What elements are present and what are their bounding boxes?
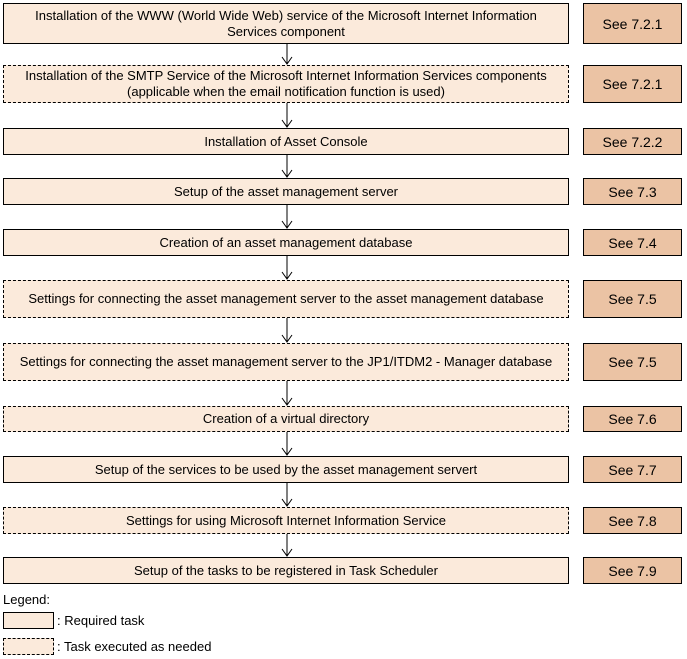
section-reference-3: See 7.2.2 <box>583 128 682 155</box>
legend-as-needed-swatch <box>3 638 54 655</box>
task-step-text: Settings for connecting the asset manage… <box>28 291 544 306</box>
section-reference-11: See 7.9 <box>583 557 682 584</box>
section-reference-6: See 7.5 <box>583 280 682 318</box>
flow-arrow-head <box>281 169 293 178</box>
legend-title: Legend: <box>3 592 50 607</box>
task-step-6: Settings for connecting the asset manage… <box>3 280 569 318</box>
section-reference-10: See 7.8 <box>583 507 682 534</box>
flow-arrow-head <box>281 498 293 507</box>
section-reference-7: See 7.5 <box>583 343 682 381</box>
flow-arrow-head <box>281 220 293 229</box>
task-step-text: Setup of the tasks to be registered in T… <box>134 562 438 578</box>
task-step-text: Setup of the services to be used by the … <box>94 461 478 477</box>
task-step-2: Installation of the SMTP Service of the … <box>3 65 569 103</box>
task-step-text: Creation of a virtual directory <box>202 411 370 426</box>
legend-required-label: : Required task <box>57 613 145 628</box>
legend-as-needed-label: : Task executed as needed <box>57 639 212 654</box>
section-reference-9: See 7.7 <box>583 456 682 483</box>
task-step-text: Settings for using Microsoft Internet In… <box>125 512 447 528</box>
task-step-7: Settings for connecting the asset manage… <box>3 343 569 381</box>
section-reference-5: See 7.4 <box>583 229 682 256</box>
task-step-3: Installation of Asset Console <box>3 128 569 155</box>
task-step-10: Settings for using Microsoft Internet In… <box>3 507 569 534</box>
flow-arrow-head <box>281 397 293 406</box>
task-step-text: Settings for connecting the asset manage… <box>19 354 553 369</box>
flow-arrow-head <box>281 56 293 65</box>
task-step-text: Creation of an asset management database <box>159 234 413 250</box>
section-reference-4: See 7.3 <box>583 178 682 205</box>
task-step-1: Installation of the WWW (World Wide Web)… <box>3 3 569 44</box>
task-step-11: Setup of the tasks to be registered in T… <box>3 557 569 584</box>
section-reference-1: See 7.2.1 <box>583 3 682 44</box>
flow-arrow-head <box>281 548 293 557</box>
task-step-text: Installation of the WWW (World Wide Web)… <box>35 7 537 39</box>
task-step-9: Setup of the services to be used by the … <box>3 456 569 483</box>
task-step-text: Installation of Asset Console <box>204 133 368 149</box>
task-step-4: Setup of the asset management server <box>3 178 569 205</box>
task-step-8: Creation of a virtual directory <box>3 406 569 432</box>
task-step-text: Setup of the asset management server <box>173 183 398 199</box>
flow-arrow-head <box>281 271 293 280</box>
section-reference-2: See 7.2.1 <box>583 65 682 103</box>
task-step-5: Creation of an asset management database <box>3 229 569 256</box>
task-step-text: Installation of the SMTP Service of the … <box>25 68 547 99</box>
flow-arrow-head <box>281 119 293 128</box>
legend-required-swatch <box>3 612 54 629</box>
section-reference-8: See 7.6 <box>583 406 682 432</box>
flow-arrow-head <box>281 447 293 456</box>
flow-arrow-head <box>281 334 293 343</box>
